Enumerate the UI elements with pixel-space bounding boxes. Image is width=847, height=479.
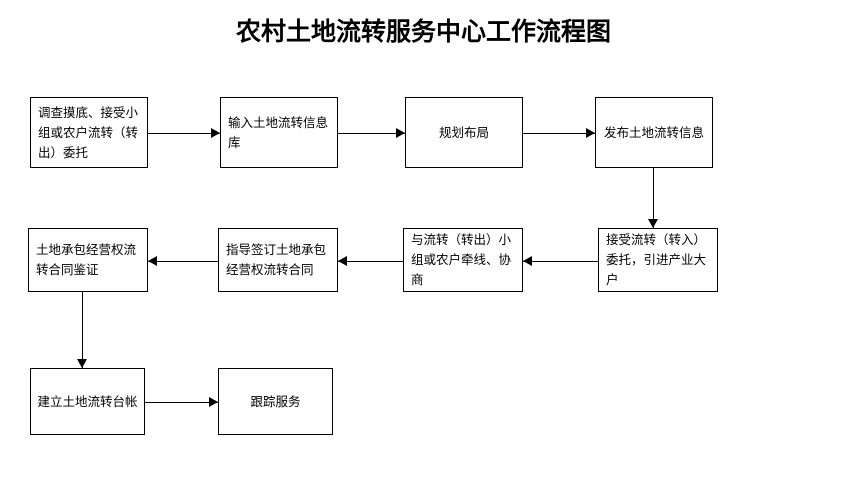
arrowhead-down-icon: [77, 359, 87, 368]
connector-line: [82, 292, 83, 368]
arrowhead-down-icon: [648, 219, 658, 228]
flow-node-label: 规划布局: [438, 125, 489, 140]
flow-node-label: 指导签订土地承包经营权流转合同: [226, 243, 327, 277]
arrowhead-left-icon: [523, 256, 532, 266]
connector-line: [338, 133, 405, 134]
flow-node-label: 土地承包经营权流转合同鉴证: [36, 243, 137, 277]
flow-node-label: 输入土地流转信息库: [228, 115, 329, 150]
arrowhead-right-icon: [586, 128, 595, 138]
flow-connector-n9-to-n10: [145, 391, 218, 413]
flow-connector-n1-to-n2: [148, 122, 220, 144]
flow-node-n7: 指导签订土地承包经营权流转合同: [218, 228, 338, 292]
flow-connector-n3-to-n4: [523, 122, 595, 144]
arrowhead-left-icon: [148, 256, 157, 266]
flow-node-label: 建立土地流转台帐: [37, 394, 138, 409]
flow-node-n2: 输入土地流转信息库: [220, 97, 338, 168]
arrowhead-right-icon: [396, 128, 405, 138]
connector-line: [523, 133, 595, 134]
flow-connector-n7-to-n8: [148, 250, 218, 272]
connector-line: [338, 261, 403, 262]
connector-line: [148, 261, 218, 262]
page-title: 农村土地流转服务中心工作流程图: [235, 19, 611, 46]
connector-line: [148, 133, 220, 134]
flow-connector-n2-to-n3: [338, 122, 405, 144]
flow-node-label: 接受流转（转入）委托，引进产业大户: [606, 233, 707, 287]
flow-connector-n4-to-n5: [643, 168, 663, 228]
flow-node-n1: 调查摸底、接受小组或农户流转（转出）委托: [30, 97, 148, 168]
flow-node-label: 与流转（转出）小组或农户牵线、协商: [411, 233, 512, 287]
flow-connector-n8-to-n9: [72, 292, 92, 368]
connector-line: [523, 261, 598, 262]
flow-node-n4: 发布土地流转信息: [595, 97, 713, 168]
arrowhead-left-icon: [338, 256, 347, 266]
connector-line: [145, 402, 218, 403]
arrowhead-right-icon: [211, 128, 220, 138]
connector-line: [653, 168, 654, 228]
flow-node-n6: 与流转（转出）小组或农户牵线、协商: [403, 228, 523, 292]
flow-node-n9: 建立土地流转台帐: [30, 368, 145, 435]
flow-node-n10: 跟踪服务: [218, 368, 333, 435]
flow-node-n8: 土地承包经营权流转合同鉴证: [28, 228, 148, 292]
flow-node-n5: 接受流转（转入）委托，引进产业大户: [598, 228, 718, 292]
flow-node-label: 调查摸底、接受小组或农户流转（转出）委托: [38, 105, 139, 160]
flow-node-n3: 规划布局: [405, 97, 523, 168]
arrowhead-right-icon: [209, 397, 218, 407]
flow-node-label: 发布土地流转信息: [603, 125, 704, 140]
flow-connector-n6-to-n7: [338, 250, 403, 272]
flow-connector-n5-to-n6: [523, 250, 598, 272]
flow-node-label: 跟踪服务: [250, 394, 301, 409]
